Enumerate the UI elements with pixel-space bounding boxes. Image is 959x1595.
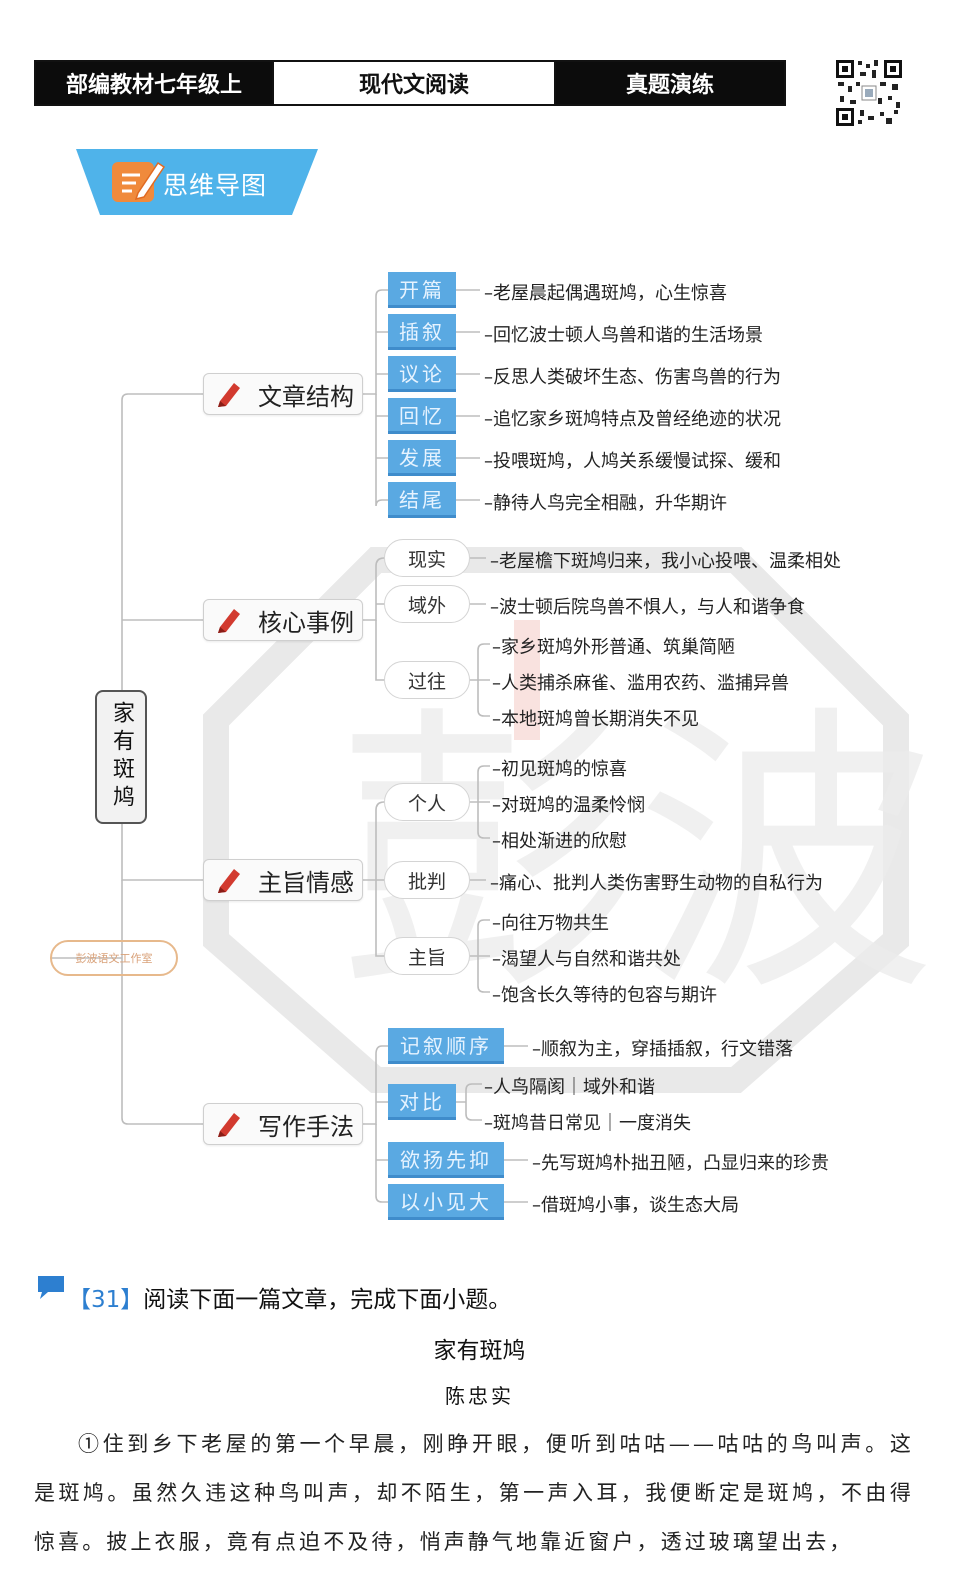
- node-contrast: 对比: [388, 1084, 456, 1120]
- header-grade-cell: 部编教材七年级上: [36, 62, 272, 104]
- branch-label: 写作手法: [258, 1112, 354, 1141]
- leaf-opening: –老屋晨起偶遇斑鸠，心生惊喜: [484, 283, 727, 304]
- article-paragraph-1: ①住到乡下老屋的第一个早晨，刚睁开眼，便听到咕咕——咕咕的鸟叫声。这是斑鸠。虽然…: [34, 1432, 914, 1554]
- mindmap-root: 家有斑鸠: [95, 690, 147, 824]
- leaf-personal-3: –相处渐进的欣慰: [492, 831, 627, 852]
- header-type-cell: 现代文阅读: [272, 62, 556, 104]
- branch-structure: 文章结构: [203, 373, 363, 415]
- leaf-theme-1: –向往万物共生: [492, 913, 609, 934]
- leaf-theme-2: –渴望人与自然和谐共处: [492, 949, 681, 970]
- mindmap-banner-title: 思维导图: [163, 171, 268, 200]
- question-number: 【31】: [68, 1287, 144, 1313]
- article-title: 家有斑鸠: [433, 1338, 526, 1364]
- leaf-reality: –老屋檐下斑鸠归来，我小心投喂、温柔相处: [490, 551, 841, 572]
- leaf-past-2: –人类捕杀麻雀、滥用农药、滥捕异兽: [492, 673, 789, 694]
- pencil-icon: [218, 383, 240, 407]
- question-prompt: 阅读下面一篇文章，完成下面小题。: [143, 1287, 512, 1313]
- branch-label: 主旨情感: [258, 868, 354, 897]
- leaf-past-3: –本地斑鸠曾长期消失不见: [492, 709, 699, 730]
- node-personal: 个人: [384, 783, 470, 821]
- node-memory: 回忆: [388, 398, 456, 434]
- node-reality: 现实: [384, 539, 470, 577]
- leaf-suppress-then-praise: –先写斑鸠朴拙丑陋，凸显归来的珍贵: [532, 1153, 829, 1174]
- node-opening: 开篇: [388, 272, 456, 308]
- leaf-criticism: –痛心、批判人类伤害野生动物的自私行为: [490, 873, 823, 894]
- branch-label: 文章结构: [258, 382, 354, 411]
- pencil-icon: [218, 869, 240, 893]
- header-bar: 部编教材七年级上 现代文阅读 真题演练: [34, 60, 786, 106]
- node-development: 发展: [388, 440, 456, 476]
- node-ending: 结尾: [388, 482, 456, 518]
- leaf-flashback: –回忆波士顿人鸟兽和谐的生活场景: [484, 325, 763, 346]
- node-abroad: 域外: [384, 585, 470, 623]
- leaf-personal-1: –初见斑鸠的惊喜: [492, 759, 627, 780]
- node-discussion: 议论: [388, 356, 456, 392]
- node-past: 过往: [384, 661, 470, 699]
- node-flashback: 插叙: [388, 314, 456, 350]
- branch-theme-emotion: 主旨情感: [203, 859, 363, 901]
- leaf-abroad: –波士顿后院鸟兽不惧人，与人和谐争食: [490, 597, 805, 618]
- leaf-theme-3: –饱含长久等待的包容与期许: [492, 985, 717, 1006]
- leaf-personal-2: –对斑鸠的温柔怜悯: [492, 795, 645, 816]
- branch-label: 核心事例: [258, 608, 354, 637]
- node-narrative-order: 记叙顺序: [388, 1028, 504, 1064]
- leaf-small-to-large: –借斑鸠小事，谈生态大局: [532, 1195, 739, 1216]
- node-suppress-then-praise: 欲扬先抑: [388, 1142, 504, 1178]
- leaf-memory: –追忆家乡斑鸠特点及曾经绝迹的状况: [484, 409, 781, 430]
- leaf-past-1: –家乡斑鸠外形普通、筑巢简陋: [492, 637, 735, 658]
- leaf-narrative-order: –顺叙为主，穿插插叙，行文错落: [532, 1039, 793, 1060]
- studio-tag: 彭波语文工作室: [50, 940, 178, 976]
- article-author: 陈忠实: [445, 1384, 514, 1408]
- node-small-to-large: 以小见大: [388, 1184, 504, 1220]
- question-prompt-line: 【31】阅读下面一篇文章，完成下面小题。: [68, 1280, 511, 1314]
- pencil-icon: [218, 1113, 240, 1137]
- leaf-development: –投喂斑鸠，人鸠关系缓慢试探、缓和: [484, 451, 781, 472]
- pencil-icon: [218, 609, 240, 633]
- leaf-discussion: –反思人类破坏生态、伤害鸟兽的行为: [484, 367, 781, 388]
- leaf-contrast-1: –人鸟隔阂｜域外和谐: [484, 1077, 655, 1098]
- node-theme: 主旨: [384, 937, 470, 975]
- mindmap-banner: [76, 149, 318, 215]
- branch-core-examples: 核心事例: [203, 599, 363, 641]
- node-criticism: 批判: [384, 861, 470, 899]
- leaf-ending: –静待人鸟完全相融，升华期许: [484, 493, 727, 514]
- speech-bubble-icon: [38, 1276, 64, 1299]
- header-practice-cell: 真题演练: [556, 62, 784, 104]
- qr-code-icon: [834, 58, 904, 128]
- leaf-contrast-2: –斑鸠昔日常见｜一度消失: [484, 1113, 691, 1134]
- branch-writing-techniques: 写作手法: [203, 1103, 363, 1145]
